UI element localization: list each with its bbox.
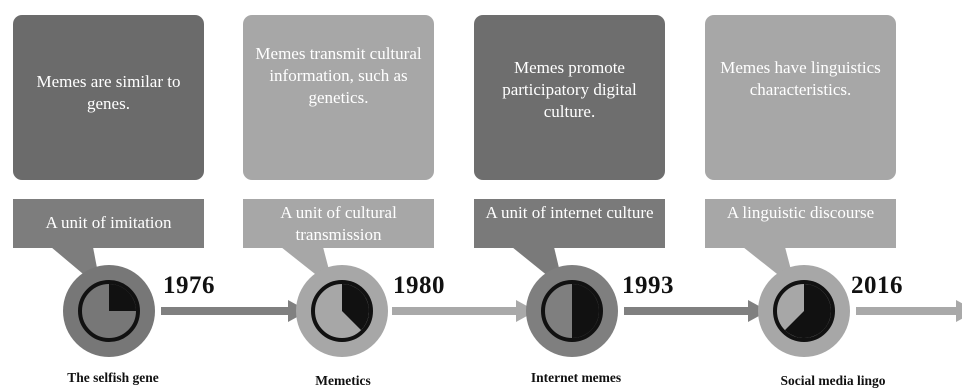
stage-2-definition: A unit of cultural transmission xyxy=(280,203,397,244)
stage-4-label: Social media lingo xyxy=(780,373,886,388)
stage-2-arrow xyxy=(392,307,518,315)
stage-4-year: 2016 xyxy=(851,272,903,299)
stage-1-label: The selfish gene xyxy=(67,370,159,385)
stage-4-definition: A linguistic discourse xyxy=(726,203,875,222)
stage-1-progress-fill xyxy=(109,284,136,311)
stage-2-year: 1980 xyxy=(393,272,445,299)
stage-3-arrow xyxy=(624,307,750,315)
stage-1-definition: A unit of imitation xyxy=(45,213,172,232)
stage-1-definition-callout: A unit of imitation xyxy=(13,199,204,248)
stage-1-description-box: Memes are similar to genes. xyxy=(13,15,204,180)
stage-3-definition: A unit of internet culture xyxy=(485,203,654,222)
stage-2-description: Memes transmit cultural information, suc… xyxy=(255,44,422,107)
stage-3-definition-callout: A unit of internet culture xyxy=(474,199,665,248)
stage-2-definition-callout: A unit of cultural transmission xyxy=(243,199,434,248)
stage-4-description-box: Memes have linguistics characteristics. xyxy=(705,15,896,180)
stage-1-arrow xyxy=(161,307,290,315)
stage-4-arrowhead xyxy=(956,300,962,322)
stage-3-year: 1993 xyxy=(622,272,674,299)
stage-2-label: Memetics xyxy=(315,373,371,388)
stage-1-description: Memes are similar to genes. xyxy=(36,72,181,113)
stage-3-label: Internet memes xyxy=(530,370,622,385)
stage-2-progress-fill xyxy=(342,284,369,331)
stage-3-progress-fill xyxy=(572,284,599,338)
stage-1-year: 1976 xyxy=(163,272,215,299)
stage-4-arrow xyxy=(856,307,958,315)
stage-4-description: Memes have linguistics characteristics. xyxy=(720,58,881,99)
stage-4-progress-fill xyxy=(784,284,832,338)
stage-4-definition-callout: A linguistic discourse xyxy=(705,199,896,248)
stage-2-description-box: Memes transmit cultural information, suc… xyxy=(243,15,434,180)
stage-3-description-box: Memes promote participatory digital cult… xyxy=(474,15,665,180)
stage-3-description: Memes promote participatory digital cult… xyxy=(502,58,637,121)
